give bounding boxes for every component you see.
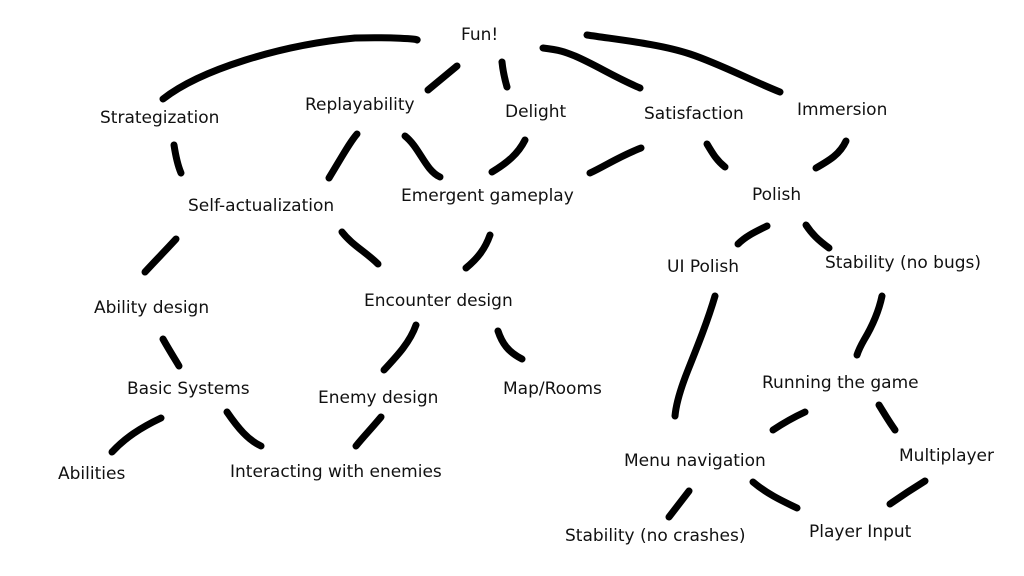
edge-satisfaction-emergent	[586, 144, 645, 177]
node-ui-polish: UI Polish	[667, 257, 739, 277]
edge-menunav-playerinput	[749, 478, 801, 512]
edge-basicsystems-interacting	[223, 408, 265, 450]
edge-multiplayer-playerinput	[886, 477, 929, 508]
node-stability-no-crashes: Stability (no crashes)	[565, 526, 746, 546]
node-strategization: Strategization	[100, 108, 220, 128]
edge-selfactualization-encounter	[338, 228, 382, 268]
node-basic-systems: Basic Systems	[127, 379, 250, 399]
node-self-actualization: Self-actualization	[188, 196, 335, 216]
edge-polish-uipolish	[734, 222, 771, 248]
edge-fun-immersion	[583, 31, 784, 96]
node-map-rooms: Map/Rooms	[503, 379, 602, 399]
edge-stability-running	[853, 292, 886, 359]
edge-delight-emergent	[488, 136, 529, 176]
node-interacting-with-enemies: Interacting with enemies	[230, 462, 442, 482]
node-ability-design: Ability design	[94, 298, 210, 318]
edge-polish-stability	[802, 221, 833, 252]
node-menu-navigation: Menu navigation	[624, 451, 766, 471]
node-stability-no-bugs: Stability (no bugs)	[825, 253, 982, 273]
edge-replayability-emergent	[401, 132, 444, 181]
edge-satisfaction-polish	[703, 140, 729, 171]
edge-fun-delight	[498, 58, 511, 91]
node-replayability: Replayability	[305, 95, 415, 115]
node-multiplayer: Multiplayer	[899, 446, 994, 466]
edge-emergent-encounter	[462, 231, 494, 272]
edge-running-menunav	[769, 408, 809, 434]
node-running-the-game: Running the game	[762, 373, 919, 393]
node-immersion: Immersion	[797, 100, 888, 120]
edge-selfactualization-abilitydesign	[141, 235, 180, 276]
node-polish: Polish	[752, 185, 802, 205]
node-satisfaction: Satisfaction	[644, 104, 744, 124]
edge-uipolish-menunav	[671, 292, 719, 420]
edge-encounter-maprooms	[494, 327, 526, 363]
node-encounter-design: Encounter design	[364, 291, 513, 311]
node-abilities: Abilities	[58, 464, 126, 484]
node-emergent-gameplay: Emergent gameplay	[401, 186, 574, 206]
node-delight: Delight	[505, 102, 567, 122]
edge-encounter-enemydesign	[380, 321, 420, 374]
edge-fun-replayability	[424, 62, 461, 94]
node-fun: Fun!	[461, 25, 499, 45]
node-player-input: Player Input	[809, 522, 912, 542]
edge-immersion-polish	[812, 137, 850, 172]
edge-basicsystems-abilities	[108, 414, 165, 456]
edge-fun-satisfaction	[539, 44, 644, 92]
edge-menunav-stabilitycrashes	[665, 487, 693, 521]
edge-enemydesign-interacting	[352, 413, 385, 450]
edge-strategization-selfactualization	[170, 141, 185, 177]
node-enemy-design: Enemy design	[318, 388, 439, 408]
edge-replayability-selfactualization	[325, 130, 361, 182]
edge-abilitydesign-basicsystems	[159, 335, 183, 370]
edge-running-multiplayer	[875, 401, 899, 434]
edge-fun-strategization	[159, 34, 421, 103]
